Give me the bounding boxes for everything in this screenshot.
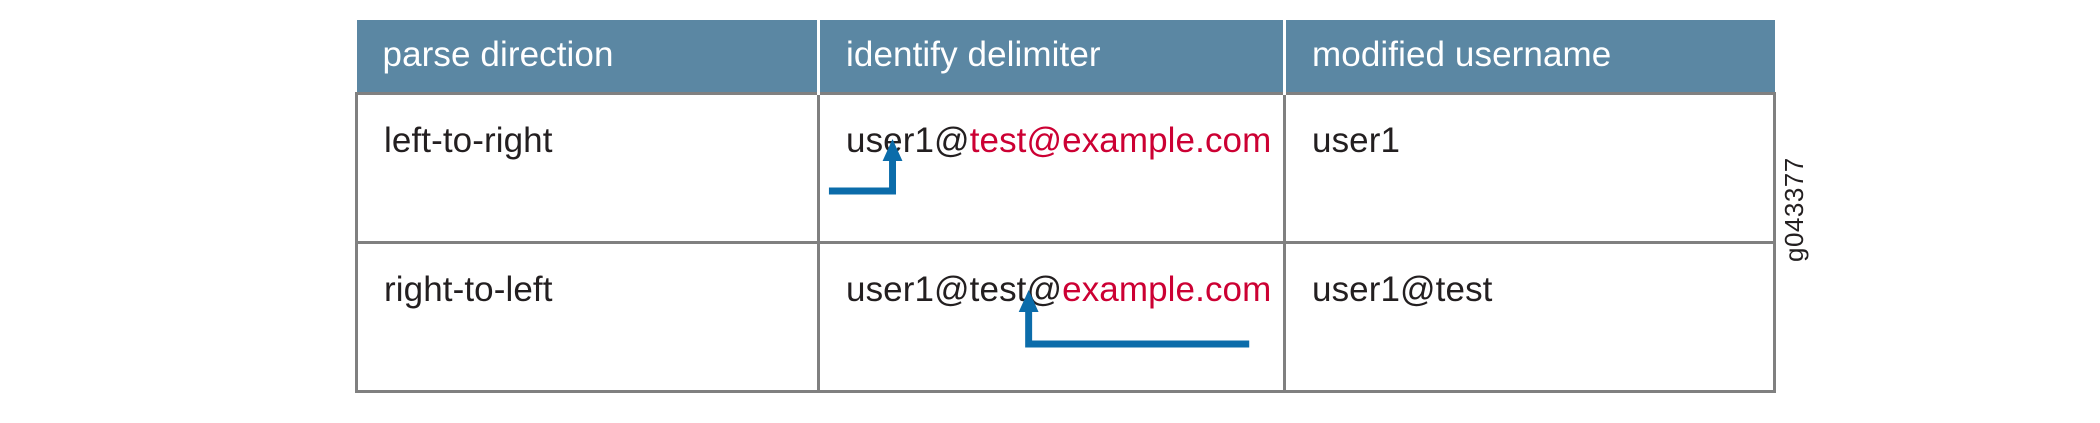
delimiter-highlight-row2: example.com bbox=[1062, 270, 1272, 309]
delimiter-prefix-row2: user1@test@ bbox=[846, 270, 1063, 309]
arrow-shaft-row1 bbox=[828, 157, 897, 195]
cell-parse-direction-row2: right-to-left bbox=[355, 241, 820, 393]
table-row: left-to-right user1@test@example.com use… bbox=[355, 92, 1776, 244]
column-header-identify-delimiter: identify delimiter bbox=[818, 20, 1286, 94]
modified-username-value-row1: user1 bbox=[1312, 121, 1401, 160]
parse-direction-value-row2: right-to-left bbox=[384, 270, 553, 309]
cell-identify-delimiter-row2: user1@test@example.com bbox=[817, 241, 1286, 393]
delimiter-string-row1: user1@test@example.com bbox=[820, 95, 1283, 161]
figure-id-label: g043377 bbox=[1779, 157, 1809, 262]
table-header-row: parse direction identify delimiter modif… bbox=[356, 20, 1775, 94]
table-row: right-to-left user1@test@example.com use… bbox=[355, 241, 1776, 393]
modified-username-value-row2: user1@test bbox=[1312, 270, 1493, 309]
cell-modified-username-row2: user1@test bbox=[1283, 241, 1776, 393]
parse-direction-value-row1: left-to-right bbox=[384, 121, 553, 160]
parse-direction-table: parse direction identify delimiter modif… bbox=[355, 20, 1776, 393]
cell-parse-direction-row1: left-to-right bbox=[355, 92, 820, 244]
delimiter-highlight-row1: test@example.com bbox=[969, 121, 1272, 160]
delimiter-string-row2: user1@test@example.com bbox=[820, 244, 1283, 310]
column-header-parse-direction: parse direction bbox=[356, 20, 820, 94]
column-header-modified-username: modified username bbox=[1284, 20, 1775, 94]
arrow-shaft-row2 bbox=[1025, 308, 1250, 348]
cell-modified-username-row1: user1 bbox=[1283, 92, 1776, 244]
delimiter-prefix-row1: user1@ bbox=[846, 121, 970, 160]
cell-identify-delimiter-row1: user1@test@example.com bbox=[817, 92, 1286, 244]
